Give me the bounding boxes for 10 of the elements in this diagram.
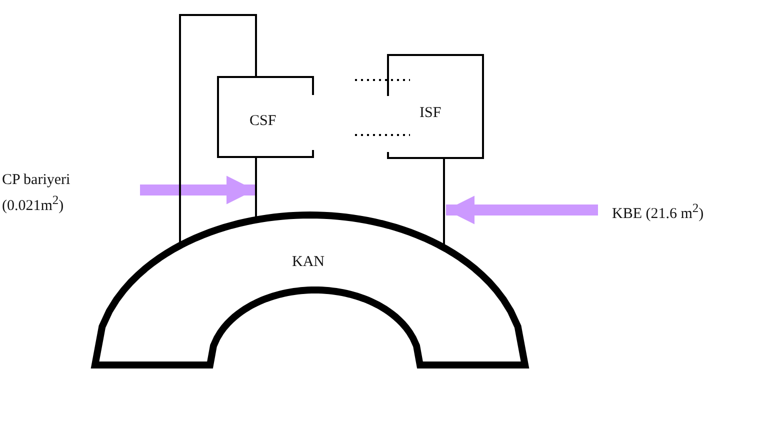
box-label: CSF — [250, 113, 276, 130]
annotation-label: KBE (21.6 m$^{2}$) — [598, 198, 748, 220]
arrow — [446, 196, 598, 224]
compartment-box — [218, 77, 313, 157]
annotation-label: CP bariyeri (0.021m$^{2}$) — [2, 170, 126, 214]
compartment-box — [388, 55, 483, 158]
arrow — [140, 176, 255, 204]
arch-shape — [92, 212, 528, 368]
box-label: ISF — [420, 105, 442, 122]
box-label: KAN — [292, 254, 324, 271]
